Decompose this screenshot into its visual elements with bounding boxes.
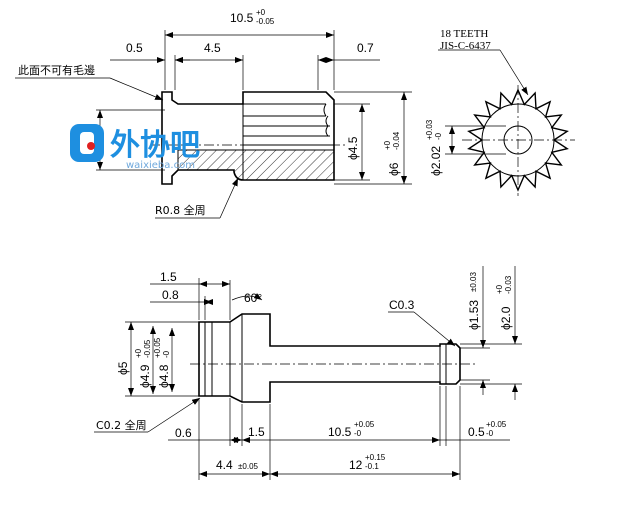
dim-4-4: 4.4 [216,458,233,472]
dim-12-tol-lower: -0.1 [365,462,379,471]
dim-total-length-tol-upper: +0 [256,8,266,17]
dim-10-5: 10.5 [328,425,352,439]
bottom-view: 1.5 0.8 60° ϕ5 ϕ4.9 +0 -0.05 ϕ4.8 +0.05 … [94,266,522,480]
dim-bore-tol-lower: -0 [434,132,443,140]
gear-end-view: 18 TEETH JIS-C-6437 ϕ2.02 +0.03 -0 [425,28,575,196]
dim-10-5-tol-upper: +0.05 [354,420,375,429]
angle: 60° [244,291,262,305]
dim-gear-start: 0.7 [357,41,374,55]
dim-total-length-tol-lower: -0.05 [256,17,275,26]
dim-gear-od-tol-lower: -0.04 [392,131,401,150]
dim-gear-od-tol-upper: +0 [383,140,392,150]
dim-12: 12 [349,458,363,472]
dim-phi48-tol-lower: -0 [162,350,171,358]
dim-10-5-tol-lower: -0 [354,429,362,438]
dim-phi153: ϕ1.53 [467,300,481,330]
chamfer-c03: C0.3 [389,298,415,312]
dim-12-tol-upper: +0.15 [365,453,386,462]
dim-phi49-tol-lower: -0.05 [143,339,152,358]
dim-gear-od: ϕ6 [387,162,401,176]
dim-1-5-bottom: 1.5 [248,425,265,439]
dim-phi5: ϕ5 [116,361,130,375]
dim-4-4-tol: ±0.05 [238,462,259,471]
dim-0-5-tol-lower: -0 [486,429,494,438]
dim-phi153-tol: ±0.03 [469,271,478,292]
dim-phi20: ϕ2.0 [499,306,513,330]
dim-phi20-tol-lower: -0.03 [504,275,513,294]
chamfer-c02: C0.2 全周 [96,418,147,432]
watermark: 外协吧 waixieba.com [70,124,200,171]
dim-bore-tol-upper: +0.03 [425,119,434,140]
top-view: 10.5 +0 -0.05 0.5 4.5 0.7 此面不可有毛邊 R0.8 全… [15,8,412,219]
dim-bore: ϕ2.02 [429,146,443,176]
gear-standard: JIS-C-6437 [440,40,491,52]
watermark-brand: 外协吧 [110,128,200,163]
dim-phi49-tol-upper: +0 [134,348,143,358]
dim-1-5-top: 1.5 [160,270,177,284]
dim-0-5-tol-upper: +0.05 [486,420,507,429]
dim-flange: 0.5 [126,41,143,55]
watermark-url: waixieba.com [126,160,195,171]
dim-shaft-dia: ϕ4.5 [346,136,360,160]
dim-phi48-tol-upper: +0.05 [153,337,162,358]
dim-phi49: ϕ4.9 [138,364,152,388]
note-radius: R0.8 全周 [155,203,206,217]
dim-phi48: ϕ4.8 [157,364,171,388]
dim-0-5: 0.5 [468,425,485,439]
dim-total-length: 10.5 [230,11,254,25]
dim-shank: 4.5 [204,41,221,55]
gear-teeth: 18 TEETH [440,28,488,40]
dim-0-8: 0.8 [162,288,179,302]
dim-0-6: 0.6 [175,426,192,440]
dim-phi20-tol-upper: +0 [495,284,504,294]
note-no-burr: 此面不可有毛邊 [18,63,95,77]
